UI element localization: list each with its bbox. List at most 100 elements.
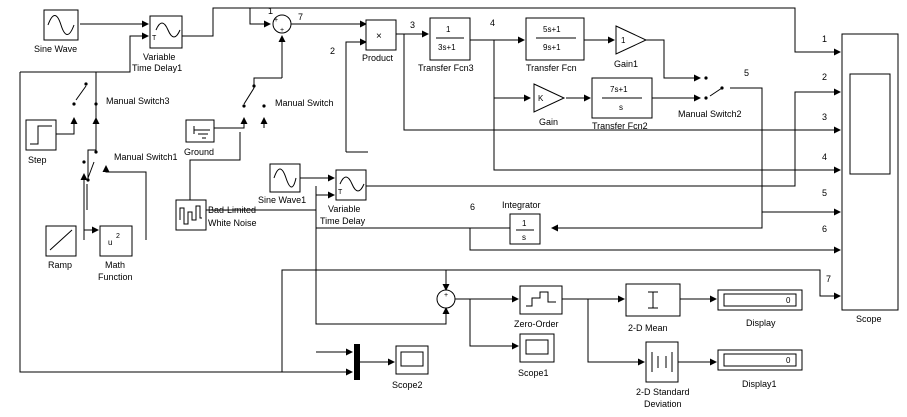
transfer-fcn2-label: Transfer Fcn2 (592, 121, 648, 131)
signal-label-6: 6 (470, 202, 475, 212)
signal-label-5: 5 (744, 68, 749, 78)
ground-label: Ground (184, 147, 214, 157)
scope-label: Scope (856, 314, 882, 324)
transfer-fcn-block[interactable]: 5s+1 9s+1 Transfer Fcn (525, 17, 585, 73)
manual-switch1-block[interactable]: Manual Switch1 (82, 150, 178, 182)
transfer-fcn3-block[interactable]: 1 3s+1 Transfer Fcn3 (418, 17, 474, 73)
transfer-fcn3-label: Transfer Fcn3 (418, 63, 474, 73)
variable-time-delay-label-1: Variable (328, 204, 360, 214)
manual-switch3-label: Manual Switch3 (106, 96, 170, 106)
display1-value: 0 (786, 356, 791, 365)
integrator-label: Integrator (502, 200, 541, 210)
math-function-block[interactable]: u 2 Math Function (98, 225, 133, 282)
integrator-block[interactable]: 1 s Integrator (502, 200, 541, 245)
signal-number-labels: 1 7 2 3 4 5 6 (268, 6, 749, 212)
svg-text:1: 1 (621, 36, 626, 45)
manual-switch3-block[interactable]: Manual Switch3 (72, 82, 170, 106)
sine-wave-block[interactable]: Sine Wave (34, 9, 79, 54)
svg-text:1: 1 (446, 25, 451, 34)
scope-port-5: 5 (822, 188, 827, 198)
manual-switch1-label: Manual Switch1 (114, 152, 178, 162)
manual-switch-label: Manual Switch (275, 98, 334, 108)
product-label: Product (362, 53, 394, 63)
signal-wires (19, 7, 841, 376)
svg-text:u: u (108, 238, 112, 247)
gain-block[interactable]: K Gain (533, 83, 566, 127)
scope2-label: Scope2 (392, 380, 423, 390)
display-label: Display (746, 318, 776, 328)
svg-text:+: + (444, 292, 448, 299)
signal-label-7: 7 (298, 12, 303, 22)
ramp-block[interactable]: Ramp (45, 225, 77, 270)
scope-port-4: 4 (822, 152, 827, 162)
svg-text:T: T (338, 189, 343, 196)
mux-block[interactable] (354, 344, 360, 380)
variable-time-delay-label-2: Time Delay (320, 216, 366, 226)
variable-time-delay1-label-2: Time Delay1 (132, 63, 182, 73)
scope1-block[interactable]: Scope1 (518, 333, 555, 378)
scope2-block[interactable]: Scope2 (392, 345, 429, 390)
manual-switch2-block[interactable]: Manual Switch2 (678, 76, 742, 119)
svg-text:9s+1: 9s+1 (543, 43, 561, 52)
ground-block[interactable]: Ground (184, 119, 215, 157)
display-value: 0 (786, 296, 791, 305)
transfer-fcn-label: Transfer Fcn (526, 63, 577, 73)
variable-time-delay1-block[interactable]: T Variable Time Delay1 (132, 15, 183, 73)
scope-port-labels: 1 2 3 4 5 6 7 (822, 34, 831, 284)
signal-label-3: 3 (410, 20, 415, 30)
transfer-fcn2-block[interactable]: 7s+1 s Transfer Fcn2 (591, 77, 653, 131)
math-function-label-1: Math (105, 260, 125, 270)
scope-port-6: 6 (822, 224, 827, 234)
svg-text:+: + (280, 27, 284, 34)
svg-text:7s+1: 7s+1 (610, 85, 628, 94)
sine-wave1-block[interactable]: Sine Wave1 (258, 163, 306, 205)
variable-time-delay1-label-1: Variable (143, 52, 175, 62)
zero-order-label: Zero-Order (514, 319, 559, 329)
manual-switch2-label: Manual Switch2 (678, 109, 742, 119)
scope-port-1: 1 (822, 34, 827, 44)
std-2d-label-2: Deviation (644, 399, 682, 409)
display1-label: Display1 (742, 379, 777, 389)
svg-text:+: + (274, 17, 278, 24)
svg-text:×: × (376, 31, 382, 42)
sum-block-top[interactable]: + + (272, 14, 292, 34)
display1-block[interactable]: 0 Display1 (717, 349, 803, 389)
svg-text:2: 2 (116, 233, 120, 240)
std-2d-block[interactable]: 2-D Standard Deviation (636, 341, 690, 409)
svg-text:5s+1: 5s+1 (543, 25, 561, 34)
scope-port-2: 2 (822, 72, 827, 82)
svg-text:s: s (522, 233, 526, 242)
scope-port-3: 3 (822, 112, 827, 122)
svg-text:T: T (152, 35, 157, 42)
sine-wave1-label: Sine Wave1 (258, 195, 306, 205)
band-limited-noise-block[interactable]: Bad-Limited White Noise (175, 199, 257, 231)
sine-wave-label: Sine Wave (34, 44, 77, 54)
svg-text:1: 1 (522, 219, 527, 228)
manual-switch-center-block[interactable]: Manual Switch (242, 84, 334, 108)
signal-label-4: 4 (490, 18, 495, 28)
signal-label-1: 1 (268, 6, 273, 16)
svg-text:K: K (538, 94, 544, 103)
ramp-label: Ramp (48, 260, 72, 270)
display-block[interactable]: 0 Display (717, 289, 803, 328)
gain-label: Gain (539, 117, 558, 127)
svg-text:s: s (619, 103, 623, 112)
scope1-label: Scope1 (518, 368, 549, 378)
product-block[interactable]: × Product (362, 19, 397, 63)
math-function-label-2: Function (98, 272, 133, 282)
std-2d-label-1: 2-D Standard (636, 387, 690, 397)
band-limited-noise-label-1: Bad-Limited (208, 205, 256, 215)
scope-port-7: 7 (826, 274, 831, 284)
sum-block-bottom[interactable]: + (436, 289, 456, 309)
step-label: Step (28, 155, 47, 165)
svg-text:3s+1: 3s+1 (438, 43, 456, 52)
mean-2d-block[interactable]: 2-D Mean (625, 283, 681, 333)
gain1-block[interactable]: 1 Gain1 (614, 25, 648, 69)
zero-order-hold-block[interactable]: Zero-Order (514, 285, 563, 329)
variable-time-delay-block[interactable]: T Variable Time Delay (320, 169, 367, 226)
scope-block[interactable]: Scope (841, 33, 899, 324)
gain1-label: Gain1 (614, 59, 638, 69)
step-block[interactable]: Step (25, 119, 57, 165)
signal-label-2: 2 (330, 46, 335, 56)
